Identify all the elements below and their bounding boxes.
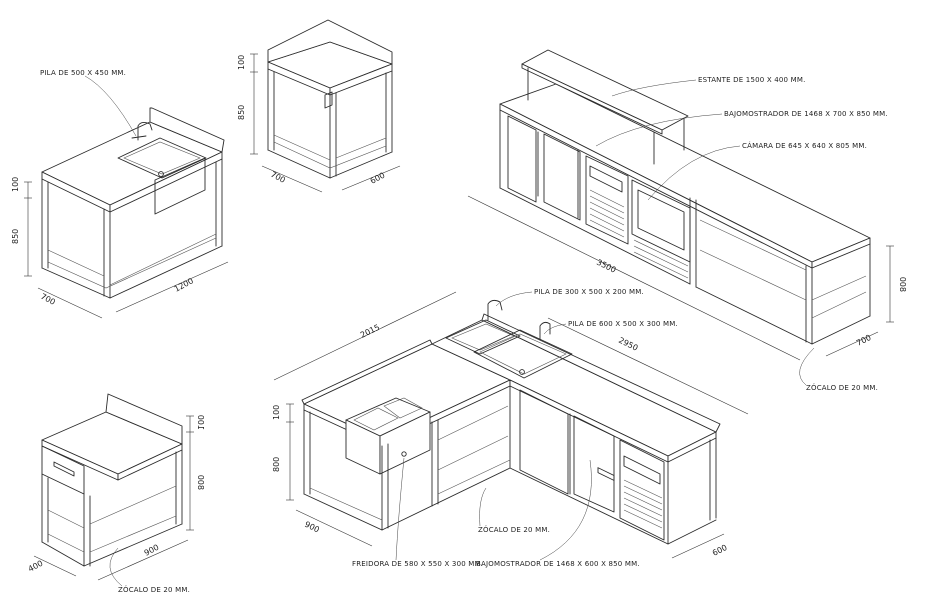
label-freidora: FREIDORA DE 580 X 550 X 300 MM. — [352, 560, 483, 568]
label-zocalo-center: ZÓCALO DE 20 MM. — [478, 525, 550, 534]
label-pila-300: PILA DE 300 X 500 X 200 MM. — [534, 288, 644, 296]
dim-600: 600 — [711, 543, 729, 558]
label-zocalo-right: ZÓCALO DE 20 MM. — [806, 383, 878, 392]
dim-100: 100 — [11, 177, 20, 192]
label-zocalo-left: ZÓCALO DE 20 MM. — [118, 585, 190, 594]
dim-800: 800 — [196, 475, 205, 490]
label-estante: ESTANTE DE 1500 X 400 MM. — [698, 76, 806, 84]
label-camara: CÁMARA DE 645 X 640 X 805 MM. — [742, 141, 867, 150]
dim-800: 800 — [898, 277, 907, 292]
module-l-counter: 2015 2950 100 800 900 600 PILA DE 300 X … — [272, 288, 749, 568]
dim-900: 900 — [303, 520, 321, 535]
label-bajomostrador-700: BAJOMOSTRADOR DE 1468 X 700 X 850 MM. — [724, 110, 888, 118]
module-long-counter: 3500 800 700 ESTANTE DE 1500 X 400 MM. B… — [467, 49, 907, 481]
dim-100: 100 — [272, 405, 281, 420]
dim-700: 700 — [269, 170, 287, 185]
dim-800: 800 — [272, 457, 281, 472]
dim-400: 400 — [27, 559, 45, 574]
label-bajomostrador-600: BAJOMOSTRADOR DE 1468 X 600 X 850 MM. — [476, 560, 640, 568]
module-small-cabinet: 100 800 400 900 ZÓCALO DE 20 MM. — [27, 393, 205, 594]
module-open-frame: 100 850 700 600 — [237, 19, 401, 193]
label-pila-600: PILA DE 600 X 500 X 300 MM. — [568, 320, 678, 328]
dim-100: 100 — [237, 55, 246, 70]
dim-900: 900 — [143, 543, 161, 558]
dim-3500: 3500 — [595, 258, 617, 275]
dim-850: 850 — [237, 105, 246, 120]
dim-850: 850 — [11, 229, 20, 244]
dim-2015: 2015 — [359, 323, 381, 340]
dim-700: 700 — [39, 292, 57, 307]
dim-700: 700 — [855, 333, 873, 348]
label-pila-500: PILA DE 500 X 450 MM. — [40, 69, 126, 77]
module-sink-cabinet: 100 850 700 1200 PILA DE 500 X 450 MM. — [11, 69, 229, 319]
dim-1200: 1200 — [173, 276, 195, 294]
dim-100: 100 — [196, 415, 205, 430]
dim-2950: 2950 — [617, 336, 639, 353]
